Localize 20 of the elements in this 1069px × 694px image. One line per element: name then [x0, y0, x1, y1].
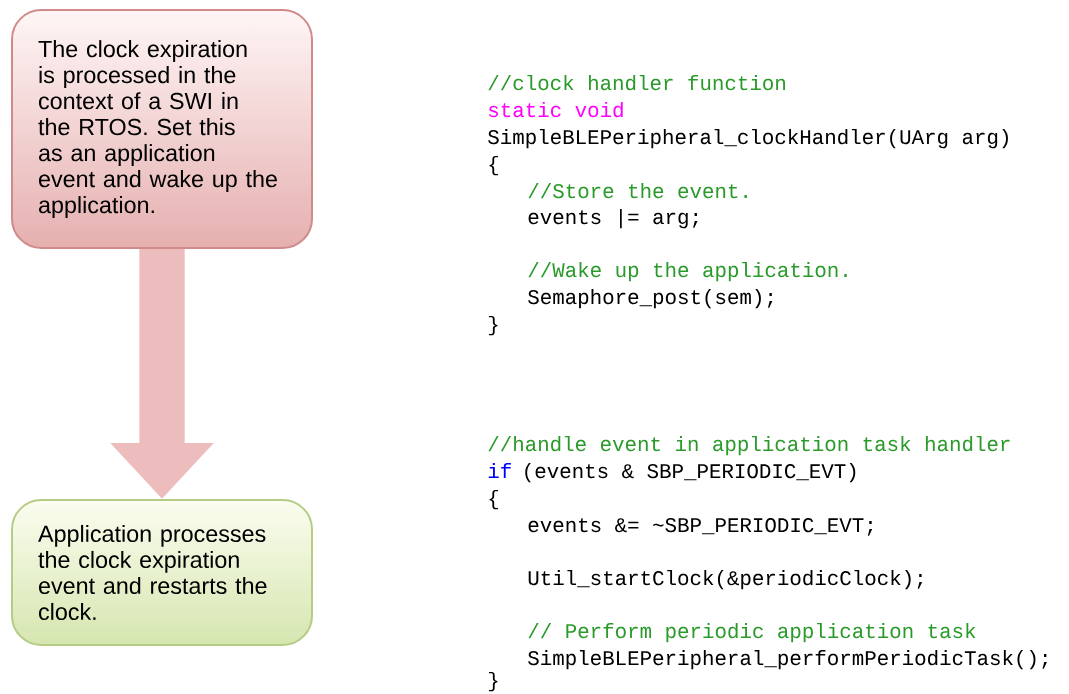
code-line: } [488, 315, 498, 336]
code-comment: //clock handler function [488, 74, 785, 91]
process-box: Application processes the clock expiration event and restarts the clock. [11, 499, 313, 646]
code-keyword: static void [488, 101, 623, 118]
process-box: The clock expiration is processed in the context of a SWI in the RTOS. Set this as an application event and wake up the application. [11, 9, 313, 249]
code-line: Semaphore_post(sem); [528, 288, 773, 309]
code-line: SimpleBLEPeripheral_performPeriodicTask(); [528, 649, 1047, 670]
code-comment: //handle event in application task handler [488, 435, 1010, 456]
code-line: { [489, 155, 499, 176]
code-line: SimpleBLEPeripheral_clockHandler(UArg arg) [488, 128, 1008, 149]
code-line: (events & SBP_PERIODIC_EVT) [525, 462, 856, 483]
code-line: events &= ~SBP_PERIODIC_EVT; [528, 518, 873, 536]
code-comment: //Store the event. [528, 182, 747, 199]
code-comment: //Wake up the application. [528, 261, 847, 282]
code-keyword: if [488, 462, 511, 478]
code-comment: // Perform periodic application task [528, 622, 976, 643]
code-line: } [488, 671, 498, 692]
code-line: Util_startClock(&periodicClock); [528, 569, 923, 590]
code-line: { [489, 489, 499, 510]
code-line: events |= arg; [528, 208, 698, 229]
